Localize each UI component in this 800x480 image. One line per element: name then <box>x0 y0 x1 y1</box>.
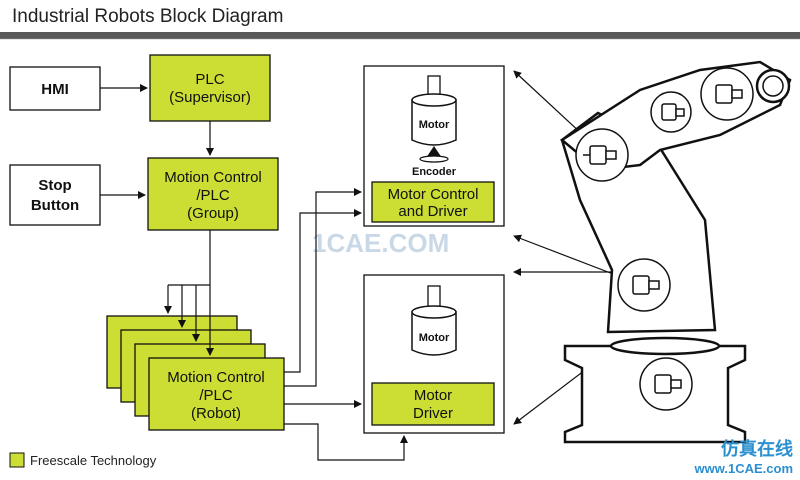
motion-control-robot-stack: Motion Control /PLC (Robot) <box>106 315 285 431</box>
motor-driver-block <box>371 382 495 426</box>
mc-group-line2: /PLC <box>196 187 230 204</box>
motor-icon-upper: Motor <box>411 75 457 146</box>
plc-label-line1: PLC <box>195 71 224 88</box>
motion-control-group-block: Motion Control /PLC (Group) <box>147 157 279 231</box>
watermark-center: 1CAE.COM <box>312 228 449 258</box>
brand-watermark: 仿真在线 www.1CAE.com <box>694 438 793 476</box>
hmi-block: HMI <box>9 66 101 111</box>
md-line2: Driver <box>413 405 453 422</box>
brand-url: www.1CAE.com <box>694 461 793 476</box>
motor-driver-panel: Motor Motor Driver <box>363 274 505 434</box>
legend-label: Freescale Technology <box>30 453 157 468</box>
joint-motor-icon <box>617 258 671 312</box>
mc-group-line3: (Group) <box>187 205 239 222</box>
plc-label-line2: (Supervisor) <box>169 89 251 106</box>
motor-lower-label: Motor <box>419 332 450 344</box>
motor-control-driver-block <box>371 181 495 223</box>
stop-label-line1: Stop <box>38 177 71 194</box>
motor-control-panel: Motor Encoder Motor Control and Driver <box>363 65 505 227</box>
header-bar <box>0 32 800 39</box>
stop-button-block: Stop Button <box>9 164 101 226</box>
robot-joints <box>575 67 754 411</box>
motion-control-robot-block <box>148 357 285 431</box>
joint-motor-icon <box>700 67 754 121</box>
brand-cn: 仿真在线 <box>721 438 793 459</box>
mc-robot-line3: (Robot) <box>191 405 241 422</box>
joint-motor-icon <box>639 357 693 411</box>
encoder-icon <box>419 146 449 163</box>
mc-group-line1: Motion Control <box>164 169 262 186</box>
md-line1: Motor <box>414 387 452 404</box>
mcd-line2: and Driver <box>398 203 467 220</box>
legend-swatch <box>9 452 25 468</box>
plc-supervisor-block: PLC (Supervisor) <box>149 54 271 122</box>
joint-motor-icon <box>575 128 629 182</box>
stop-label-line2: Button <box>31 197 79 214</box>
page-title: Industrial Robots Block Diagram <box>12 6 283 27</box>
motor-upper-label: Motor <box>419 119 450 131</box>
encoder-label: Encoder <box>412 166 457 178</box>
motor-icon-lower: Motor <box>411 285 457 356</box>
legend: Freescale Technology <box>9 452 157 468</box>
mcd-line1: Motor Control <box>388 186 479 203</box>
mc-robot-line2: /PLC <box>199 387 233 404</box>
mc-robot-line1: Motion Control <box>167 369 265 386</box>
hmi-label: HMI <box>41 81 69 98</box>
joint-motor-icon <box>650 91 692 133</box>
